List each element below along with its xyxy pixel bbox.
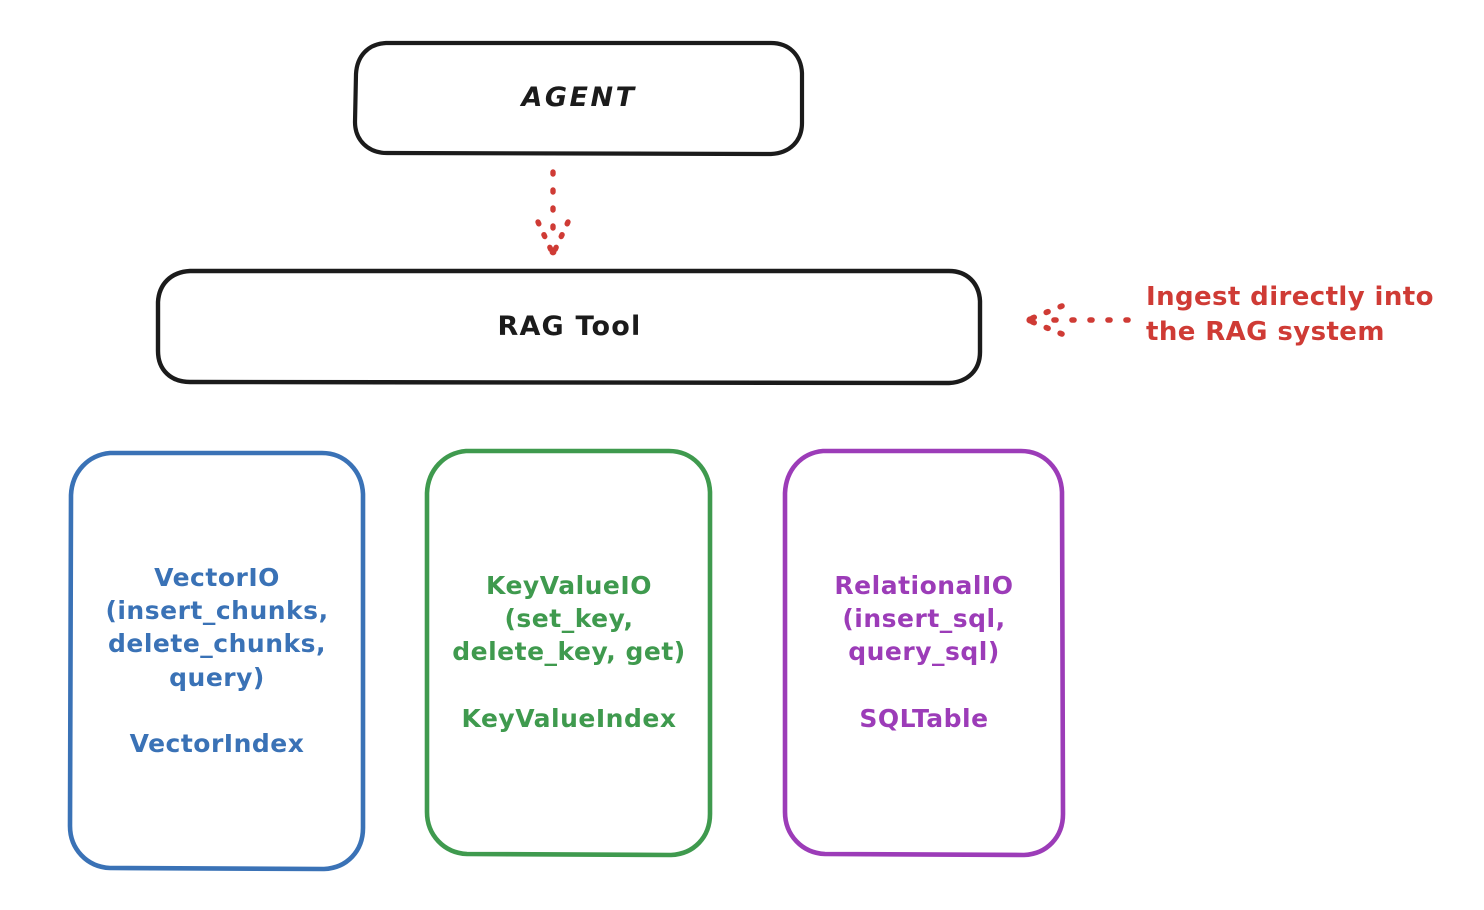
agent-to-rag-connector bbox=[535, 169, 571, 256]
vector-io-box[interactable] bbox=[67, 450, 366, 872]
rag-tool-node[interactable]: RAG Tool bbox=[158, 270, 981, 383]
rag-tool-label: RAG Tool bbox=[497, 310, 642, 342]
ingest-annotation-text: Ingest directly into the RAG system bbox=[1146, 282, 1434, 348]
rag-tool-box[interactable] bbox=[155, 268, 983, 386]
key-value-io-label: KeyValueIO (set_key, delete_key, get) Ke… bbox=[452, 570, 686, 733]
agent-node[interactable]: AGENT bbox=[355, 42, 803, 154]
agent-box[interactable] bbox=[352, 40, 805, 157]
vector-io-node[interactable]: VectorIO (insert_chunks, delete_chunks, … bbox=[70, 452, 364, 869]
vector-io-label: VectorIO (insert_chunks, delete_chunks, … bbox=[105, 562, 329, 758]
relational-io-node[interactable]: RelationalIO (insert_sql, query_sql) SQL… bbox=[785, 450, 1063, 854]
ingest-annotation: Ingest directly into the RAG system bbox=[1146, 280, 1476, 350]
relational-io-box[interactable] bbox=[782, 448, 1066, 858]
relational-io-label: RelationalIO (insert_sql, query_sql) SQL… bbox=[834, 570, 1014, 733]
key-value-io-node[interactable]: KeyValueIO (set_key, delete_key, get) Ke… bbox=[427, 450, 711, 854]
agent-label: AGENT bbox=[521, 82, 637, 114]
key-value-io-box[interactable] bbox=[424, 448, 713, 858]
ingest-arrow-icon bbox=[1026, 303, 1131, 337]
